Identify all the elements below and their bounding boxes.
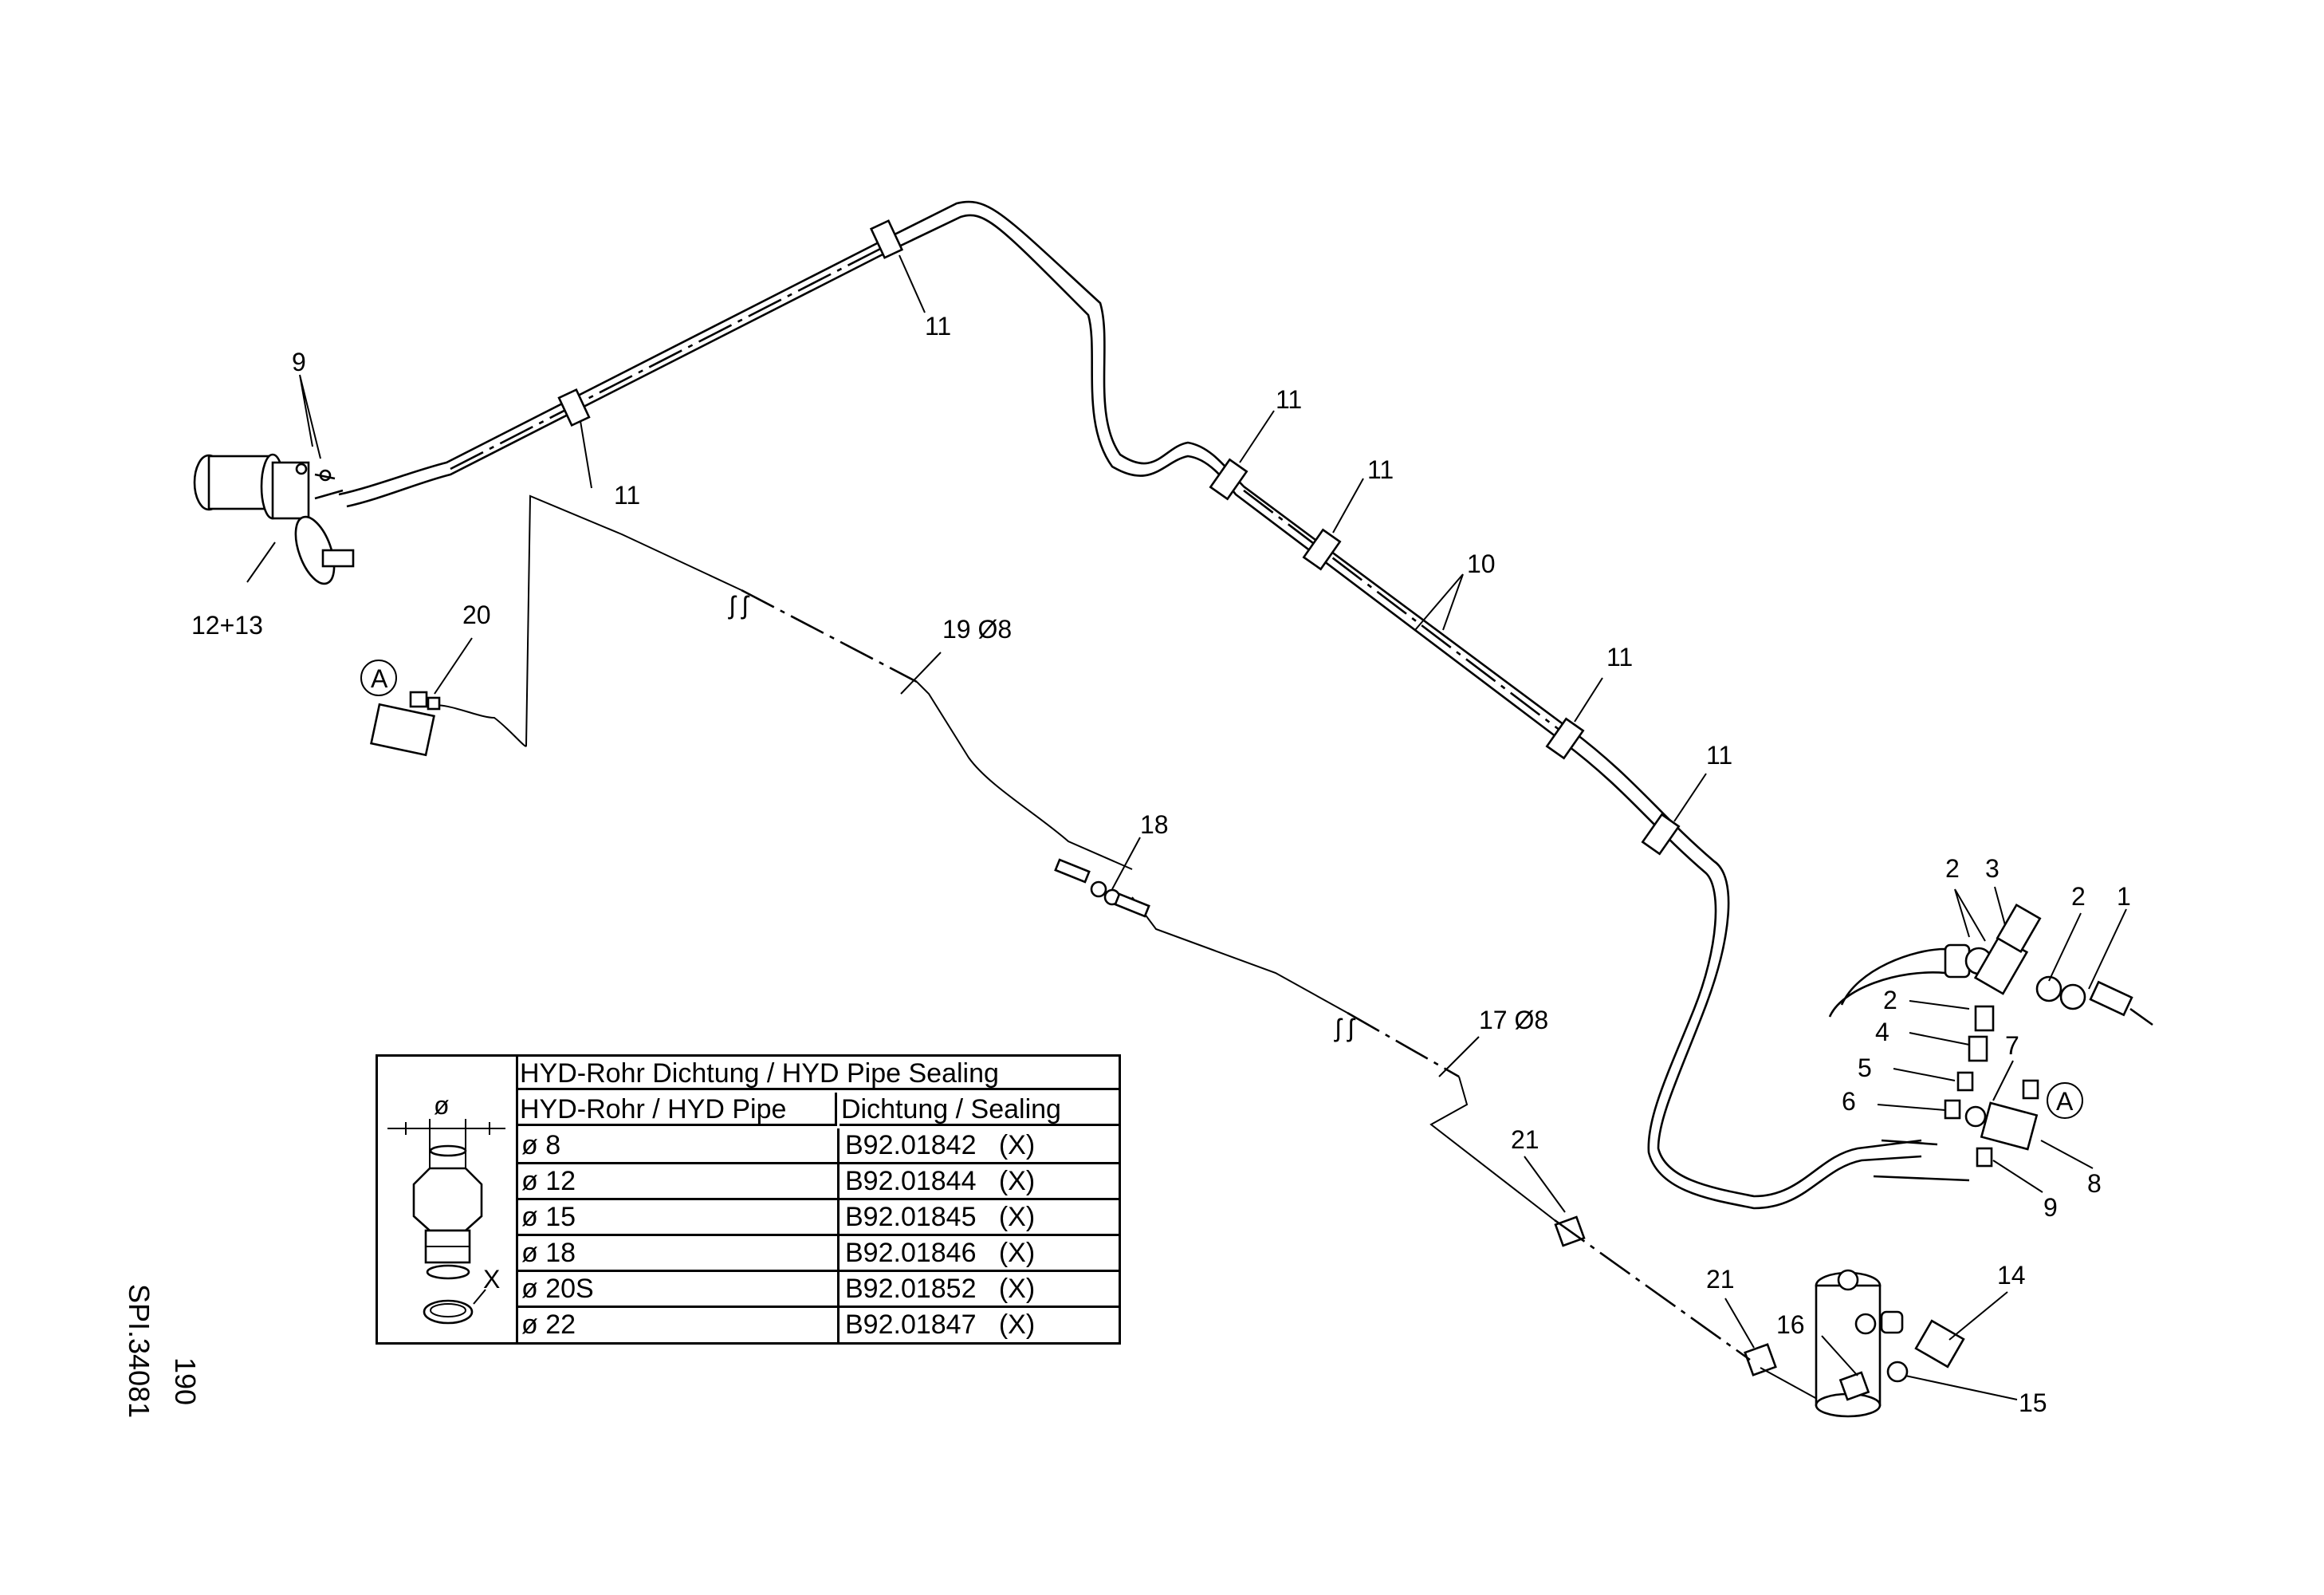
callout-11: 11 xyxy=(1367,455,1394,484)
pipe-diameter: ø 18 xyxy=(518,1236,840,1270)
callout-2: 2 xyxy=(2071,882,2086,911)
callout-7: 7 xyxy=(2005,1031,2019,1060)
pipe-clamp xyxy=(1302,528,1342,571)
hydraulic-motor xyxy=(193,453,355,585)
callout-18: 18 xyxy=(1140,810,1169,839)
table-row: ø 18 B92.01846 (X) xyxy=(518,1236,1119,1272)
callout-11: 11 xyxy=(1706,741,1732,770)
table-body: ø 8 B92.01842 (X) ø 12 B92.01844 (X) ø 1… xyxy=(378,1128,1119,1344)
callout-9: 9 xyxy=(2043,1193,2058,1222)
pipe-clamp xyxy=(869,219,904,259)
pipe-diameter: ø 15 xyxy=(518,1200,840,1234)
leader-lines xyxy=(246,254,2127,1400)
callout-16: 16 xyxy=(1776,1310,1805,1339)
callout-20: 20 xyxy=(462,601,491,629)
sensor-block-left xyxy=(370,691,441,757)
table-row: ø 12 B92.01844 (X) xyxy=(518,1164,1119,1200)
callout-19: 19 Ø8 xyxy=(942,615,1012,644)
callout-21: 21 xyxy=(1706,1265,1735,1294)
table-title: HYD-Rohr Dichtung / HYD Pipe Sealing xyxy=(518,1057,1119,1090)
svg-text:ʃ ʃ: ʃ ʃ xyxy=(728,591,750,620)
page-number: 190 xyxy=(169,1357,202,1406)
callout-x: X xyxy=(483,1265,500,1294)
callout-2: 2 xyxy=(1945,854,1960,883)
drawing-number: SPI.34081 xyxy=(123,1284,155,1419)
callout-15: 15 xyxy=(2019,1388,2047,1417)
table-row: ø 20S B92.01852 (X) xyxy=(518,1272,1119,1308)
pipe-clamps xyxy=(557,219,1777,1376)
reference-circle-a xyxy=(2047,1082,2083,1119)
callout-1: 1 xyxy=(2117,882,2131,911)
drawing-identifier: 190 SPI.34081 xyxy=(84,1284,202,1443)
callout-8: 8 xyxy=(2087,1169,2102,1198)
callout-11: 11 xyxy=(614,481,640,510)
pipe-diameter: ø 8 xyxy=(518,1128,840,1162)
pipe-clamp xyxy=(1209,458,1249,501)
fittings-18 xyxy=(1054,858,1150,918)
table-row: ø 15 B92.01845 (X) xyxy=(518,1200,1119,1236)
reference-circle-a xyxy=(360,660,397,696)
lower-pipe-run: ʃ ʃ ʃ ʃ xyxy=(430,494,1827,1404)
valve-block-group xyxy=(1828,903,2153,1182)
seal-part-number: B92.01847 (X) xyxy=(845,1309,1036,1340)
diameter-symbol: ø xyxy=(434,1091,450,1120)
pipe-clamp xyxy=(1744,1343,1777,1376)
cylinder-group xyxy=(1815,1269,1965,1418)
pipe-clamp xyxy=(1545,717,1585,760)
callout-12-13: 12+13 xyxy=(191,611,263,640)
pipe-diameter: ø 22 xyxy=(518,1308,840,1344)
sealing-illustration: ø X xyxy=(378,1057,518,1342)
pipe-diameter: ø 20S xyxy=(518,1272,840,1306)
pipe-diameter: ø 12 xyxy=(518,1164,840,1198)
pipe-clamp xyxy=(1641,813,1681,856)
pipe-sealing-table: ø X HYD-Rohr Dichtung / HYD Pipe Sealing… xyxy=(376,1054,1121,1345)
column-header-seal: Dichtung / Sealing xyxy=(840,1093,1119,1126)
callout-9: 9 xyxy=(292,348,306,376)
pipe-fitting-icon: ø X xyxy=(387,1091,505,1325)
seal-part-number: B92.01845 (X) xyxy=(845,1202,1036,1232)
upper-pipe-run xyxy=(338,200,1922,1210)
seal-part-number: B92.01842 (X) xyxy=(845,1130,1036,1160)
callout-3: 3 xyxy=(1985,854,2000,883)
table-row: ø 8 B92.01842 (X) xyxy=(518,1128,1119,1164)
callout-21: 21 xyxy=(1511,1125,1540,1154)
callout-10: 10 xyxy=(1467,549,1496,578)
callout-17: 17 Ø8 xyxy=(1479,1006,1548,1034)
callout-11: 11 xyxy=(925,312,951,341)
seal-part-number: B92.01844 (X) xyxy=(845,1166,1036,1196)
seal-part-number: B92.01852 (X) xyxy=(845,1274,1036,1304)
callout-6: 6 xyxy=(1842,1087,1856,1116)
callout-a-right: A xyxy=(2056,1087,2074,1116)
svg-text:ʃ ʃ: ʃ ʃ xyxy=(1334,1014,1356,1042)
pipe-clamp xyxy=(557,388,591,427)
seal-part-number: B92.01846 (X) xyxy=(845,1238,1036,1268)
callout-11: 11 xyxy=(1606,643,1633,671)
callout-11: 11 xyxy=(1276,385,1302,414)
callout-4: 4 xyxy=(1875,1018,1889,1046)
column-header-pipe: HYD-Rohr / HYD Pipe xyxy=(518,1093,837,1126)
callout-a-left: A xyxy=(371,664,388,693)
callout-14: 14 xyxy=(1997,1261,2026,1290)
callout-5: 5 xyxy=(1858,1053,1872,1082)
callout-2: 2 xyxy=(1883,986,1897,1014)
table-row: ø 22 B92.01847 (X) xyxy=(518,1308,1119,1344)
